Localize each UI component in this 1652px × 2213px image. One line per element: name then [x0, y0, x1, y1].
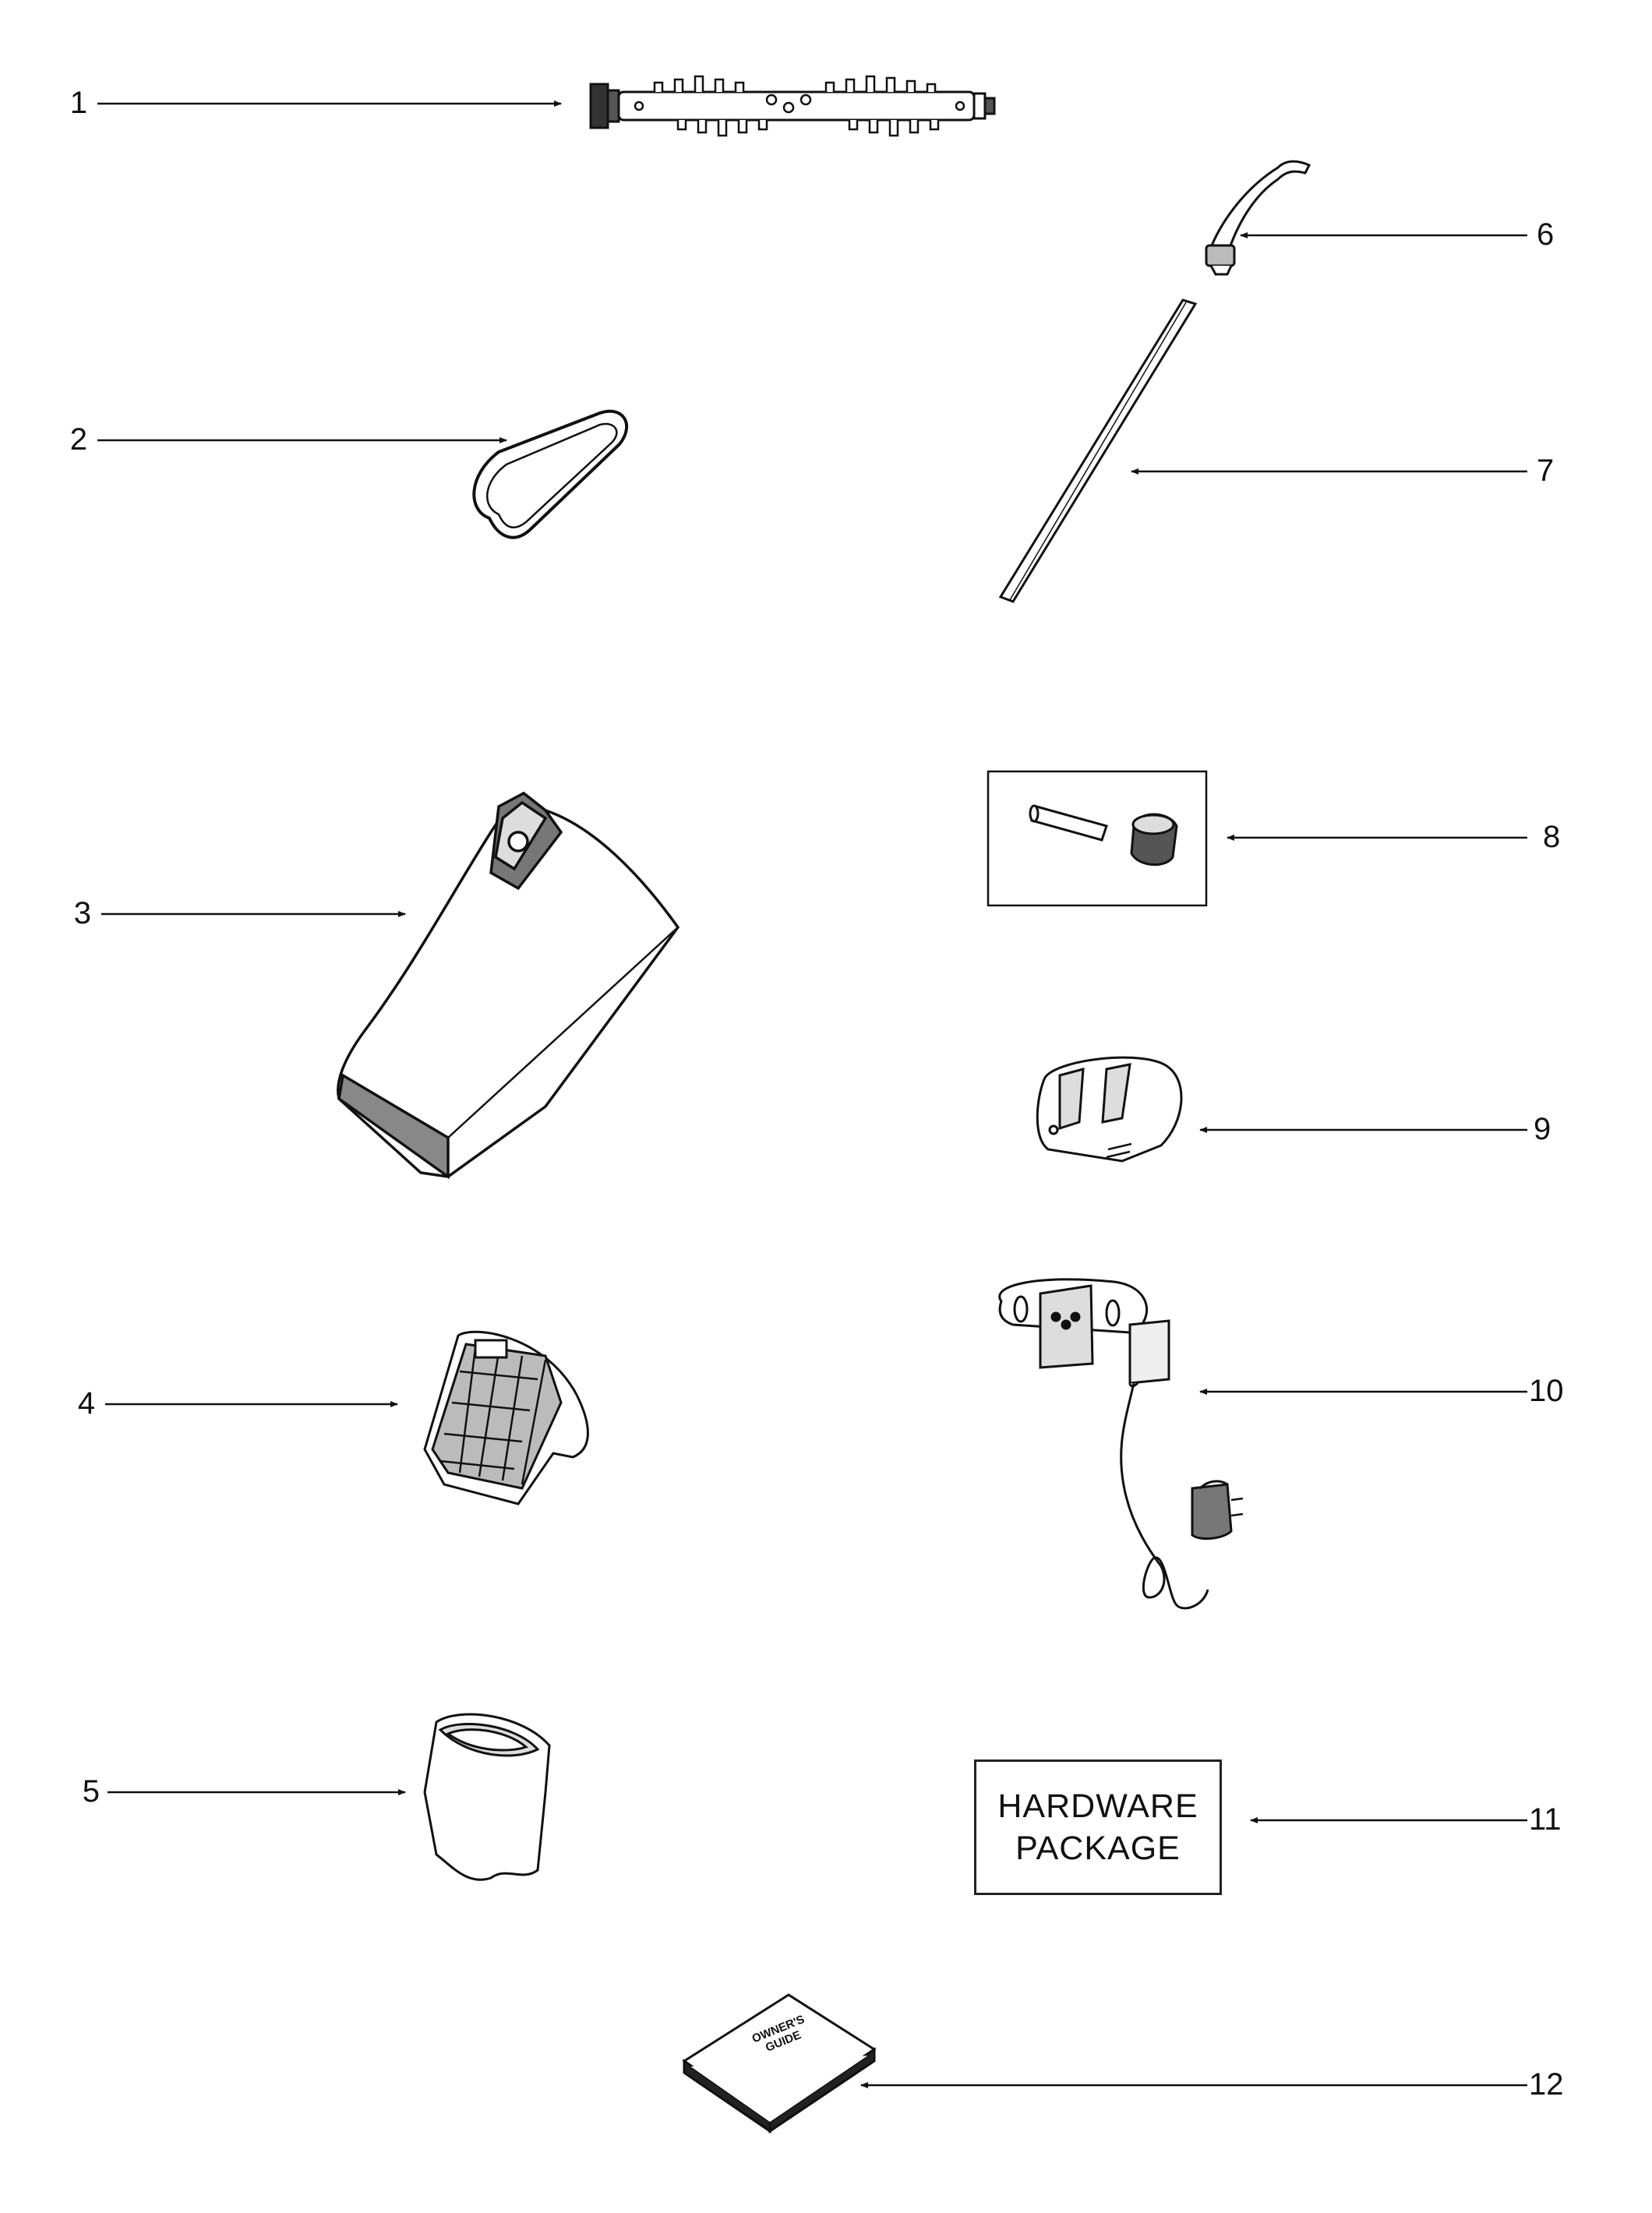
brushroll-icon — [589, 75, 996, 137]
battery-pack-icon — [1036, 1056, 1183, 1163]
hardware-package-line2: PACKAGE — [1015, 1830, 1181, 1867]
callout-10: 10 — [1529, 1374, 1564, 1408]
callout-12: 12 — [1529, 2067, 1564, 2102]
callout-9: 9 — [1534, 1112, 1551, 1146]
owners-guide-icon — [682, 1993, 877, 2134]
callout-8: 8 — [1543, 820, 1561, 854]
hardware-package-line1: HARDWARE — [997, 1788, 1198, 1825]
leader-lines — [97, 101, 1527, 2088]
axle-kit-icon — [987, 770, 1208, 907]
callout-7: 7 — [1537, 454, 1555, 488]
hardware-package-icon: HARDWARE PACKAGE — [974, 1759, 1222, 1895]
handle-icon — [1205, 160, 1311, 276]
callout-2: 2 — [69, 422, 87, 457]
callout-1: 1 — [69, 86, 87, 120]
filter-sleeve-icon — [423, 1713, 551, 1881]
extension-wand-icon — [998, 298, 1198, 603]
charger-icon — [998, 1278, 1244, 1610]
dirt-cup-icon — [337, 791, 680, 1180]
filter-icon — [423, 1330, 589, 1505]
callout-5: 5 — [82, 1774, 100, 1809]
belt-icon — [472, 409, 629, 539]
callout-4: 4 — [77, 1386, 95, 1421]
callout-6: 6 — [1537, 217, 1555, 252]
callout-3: 3 — [73, 896, 91, 930]
callout-11: 11 — [1529, 1802, 1562, 1837]
